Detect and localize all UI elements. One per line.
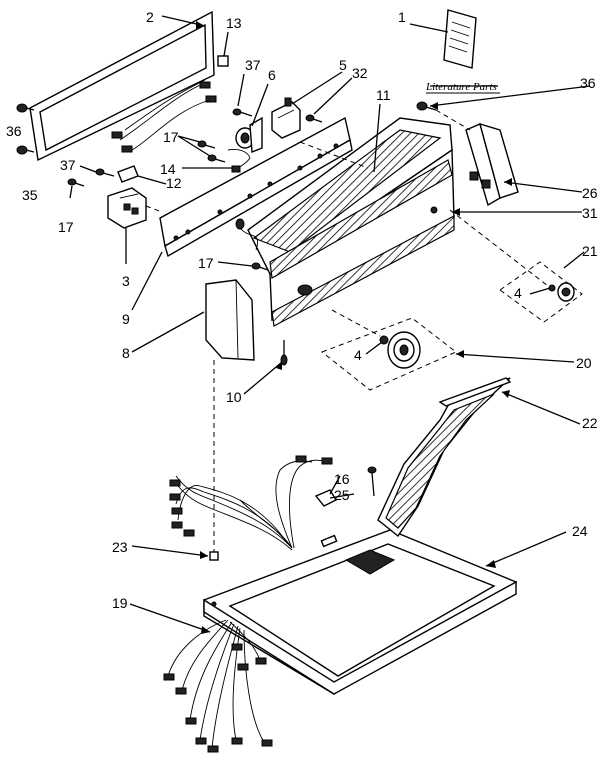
callout-19: 19 xyxy=(112,595,128,611)
harness-lower-19 xyxy=(163,619,273,753)
callout-17-center: 17 xyxy=(198,255,214,271)
callout-26: 26 xyxy=(582,185,598,201)
leader-lines xyxy=(69,15,591,633)
arrowheads xyxy=(196,21,512,634)
callout-32: 32 xyxy=(352,65,368,81)
literature-parts-caption: Literature Parts xyxy=(425,81,497,93)
harness-upper-center xyxy=(239,455,333,549)
console-end-cap xyxy=(465,122,519,207)
callout-6: 6 xyxy=(268,67,276,83)
leader-dash-32 xyxy=(299,141,369,169)
left-end-cap-8 xyxy=(205,279,255,361)
callout-2: 2 xyxy=(146,9,154,25)
callout-4-center: 4 xyxy=(354,347,362,363)
callout-3: 3 xyxy=(122,273,130,289)
leader-dash-36 xyxy=(435,109,471,131)
screw-17-center xyxy=(251,262,269,271)
callout-5: 5 xyxy=(339,57,347,73)
callout-25: 25 xyxy=(334,487,350,503)
callout-14: 14 xyxy=(160,161,176,177)
callout-21: 21 xyxy=(582,243,598,259)
leader-dash-3 xyxy=(145,205,163,213)
callout-24: 24 xyxy=(572,523,588,539)
callout-23: 23 xyxy=(112,539,128,555)
part-13-clip xyxy=(217,55,229,67)
callout-13: 13 xyxy=(226,15,242,31)
callout-36-right: 36 xyxy=(580,75,596,91)
screw-37-lower xyxy=(95,168,115,177)
callout-16: 16 xyxy=(334,471,350,487)
control-bracket xyxy=(159,116,353,258)
callout-12: 12 xyxy=(166,175,182,191)
control-panel-22 xyxy=(377,377,512,538)
part-14-wire xyxy=(227,149,251,173)
callout-37-upper: 37 xyxy=(245,57,261,73)
callout-10: 10 xyxy=(226,389,242,405)
screw-36-left xyxy=(16,103,35,113)
part-3-switch xyxy=(107,187,147,229)
literature-booklet xyxy=(443,9,477,69)
callout-8: 8 xyxy=(122,345,130,361)
screw-9 xyxy=(235,218,258,251)
screw-17-left xyxy=(67,178,85,187)
harness-upper-left xyxy=(169,475,293,551)
callout-22: 22 xyxy=(582,415,598,431)
callout-4-right: 4 xyxy=(514,285,522,301)
timer-knob-6 xyxy=(235,116,263,154)
screw-37-upper xyxy=(232,108,253,117)
leader-dash-20 xyxy=(331,309,381,337)
screws-17-upper xyxy=(197,140,226,163)
screw-35 xyxy=(16,145,35,155)
panel-harness xyxy=(111,79,217,153)
part-16-clip xyxy=(314,466,377,507)
callout-37-lower: 37 xyxy=(60,157,76,173)
screw-32 xyxy=(305,114,323,123)
callout-11: 11 xyxy=(376,87,391,103)
knob-group-21 xyxy=(499,261,583,323)
main-top-24 xyxy=(203,529,518,695)
callout-17-left: 17 xyxy=(58,219,74,235)
rear-panel xyxy=(29,10,215,162)
leader-dash-21 xyxy=(449,209,549,287)
callout-9: 9 xyxy=(122,311,130,327)
console-body xyxy=(247,117,455,327)
callout-17-upper: 17 xyxy=(163,129,179,145)
callout-1: 1 xyxy=(398,9,406,25)
screw-10 xyxy=(280,340,288,366)
callout-31: 31 xyxy=(582,205,598,221)
part-23-tab xyxy=(209,551,219,561)
part-12-block xyxy=(117,165,139,183)
callout-36-left: 36 xyxy=(6,123,22,139)
screw-36-right xyxy=(416,101,437,111)
switch-5 xyxy=(271,97,301,139)
callout-35: 35 xyxy=(22,187,38,203)
callout-labels: 2 13 37 6 5 32 1 36 11 36 35 17 14 37 12… xyxy=(6,9,598,611)
knob-group-20 xyxy=(320,317,457,391)
callout-20: 20 xyxy=(576,355,592,371)
